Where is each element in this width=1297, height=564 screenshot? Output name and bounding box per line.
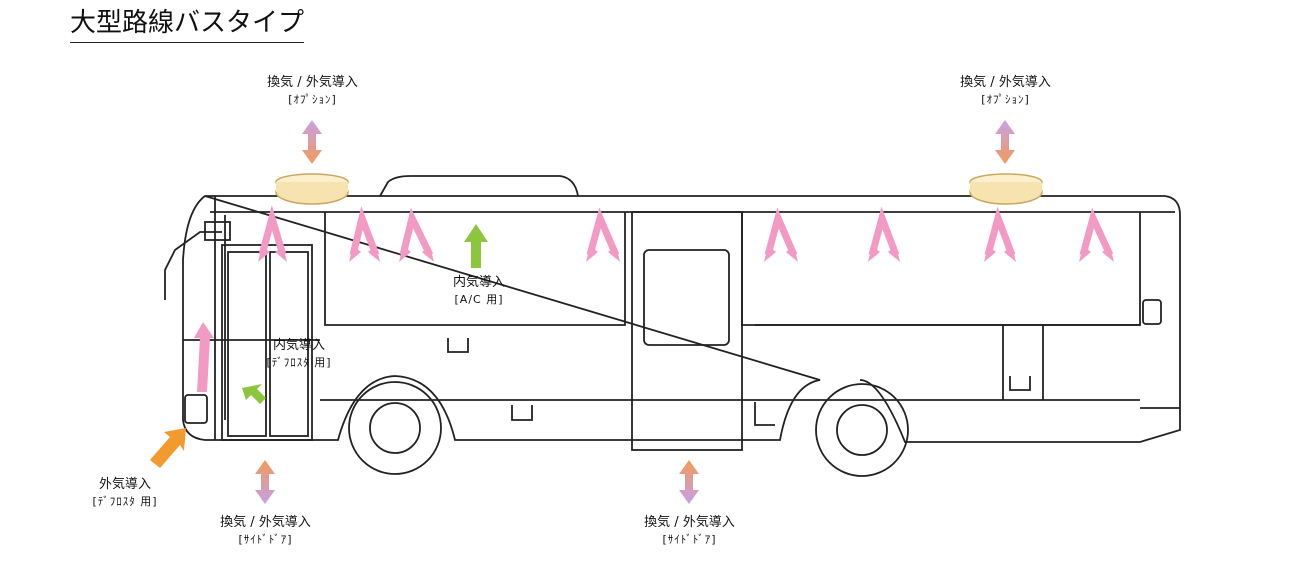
page-title: 大型路線バスタイプ [70,6,305,43]
label-vent-roof-rear: 換気 / 外気導入 [ｵﾌﾟｼｮﾝ] [960,75,1051,106]
double-arrow-roof-rear [995,120,1015,164]
double-arrow-roof-front [302,120,322,164]
double-arrow-side-door-front [255,460,275,504]
green-arrow-ac-up [464,224,488,268]
orange-arrow-outside [150,428,186,468]
label-vent-side-door-mid: 換気 / 外気導入 [ｻｲﾄﾞﾄﾞｱ] [644,515,735,546]
pink-arrow-front-up [194,322,214,392]
roof-unit-front [275,173,349,205]
bus-body [164,175,1181,451]
pink-arrowheads [258,246,1114,262]
roof-unit-rear [969,173,1043,205]
label-vent-side-door-front: 換気 / 外気導入 [ｻｲﾄﾞﾄﾞｱ] [220,515,311,546]
rear-wheel [815,383,909,477]
label-vent-roof-front: 換気 / 外気導入 [ｵﾌﾟｼｮﾝ] [267,75,358,106]
double-arrow-side-door-mid [679,460,699,504]
green-arrow-defroster [242,384,266,404]
label-outside-defroster: 外気導入 [ﾃﾞﾌﾛｽﾀ 用] [92,477,158,508]
label-recirc-ac: 内気導入 [A/C 用] [452,275,505,306]
pink-airflow-arrows [258,205,1114,257]
front-wheel [348,381,442,475]
label-recirc-defroster: 内気導入 [ﾃﾞﾌﾛｽﾀ 用] [266,338,332,369]
